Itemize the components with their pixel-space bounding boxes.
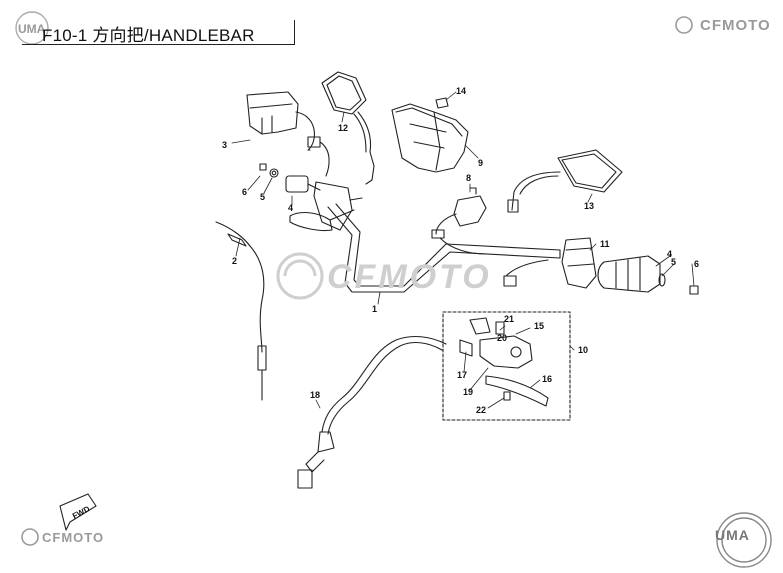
uma-badge: UMA [715,527,750,543]
page-title: F10-1 方向把/HANDLEBAR [42,26,255,45]
brand-logo-top [675,16,693,34]
callout-20: 20 [497,333,508,343]
callout-2: 2 [232,256,238,266]
leader-lines [231,91,695,409]
callout-18: 18 [310,390,321,400]
callout-21: 21 [504,314,515,324]
lever-assembly-box [442,311,571,421]
callout-1: 1 [372,304,378,314]
callout-9: 9 [478,158,484,168]
left-control-cluster [285,175,363,232]
callout-8: 8 [466,173,472,183]
right-switch-housing [431,187,487,255]
callout-5-left: 5 [260,192,266,202]
brand-logo-bottom [21,528,39,546]
hand-guard [391,103,469,173]
callout-13: 13 [584,201,595,211]
left-washer-bolt [259,163,279,178]
callout-4-right: 4 [667,249,673,259]
left-mirror [321,71,375,185]
callout-3: 3 [222,140,228,150]
title-frame [22,20,295,45]
callout-14: 14 [456,86,467,96]
brand-name-top: CFMOTO [700,17,771,34]
watermark-text: CFMOTO [327,258,492,296]
callout-4-left: 4 [288,203,294,213]
callout-10: 10 [578,345,589,355]
callout-6-right: 6 [694,259,700,269]
nut-14 [435,97,449,109]
watermark-logo [276,252,324,300]
callout-17: 17 [457,370,468,380]
right-mirror [507,149,623,213]
callout-12: 12 [338,123,349,133]
throttle-cable [215,221,267,401]
callout-15: 15 [534,321,545,331]
callout-16: 16 [542,374,553,384]
callout-11: 11 [600,239,610,249]
uma-corner-logo: UMA [18,22,46,36]
right-switch-cluster [503,237,597,289]
brand-name-bottom: CFMOTO [42,530,105,545]
clutch-cable [297,335,447,489]
callout-6-left: 6 [242,187,248,197]
callout-5-right: 5 [671,257,677,267]
uma-badge-ring [716,512,772,568]
brake-lever [459,317,549,407]
callout-22: 22 [476,405,487,415]
right-grip [597,255,699,295]
master-cylinder [246,91,330,177]
handlebar-tube [327,203,561,293]
callout-19: 19 [463,387,474,397]
fwd-arrow [59,493,97,531]
